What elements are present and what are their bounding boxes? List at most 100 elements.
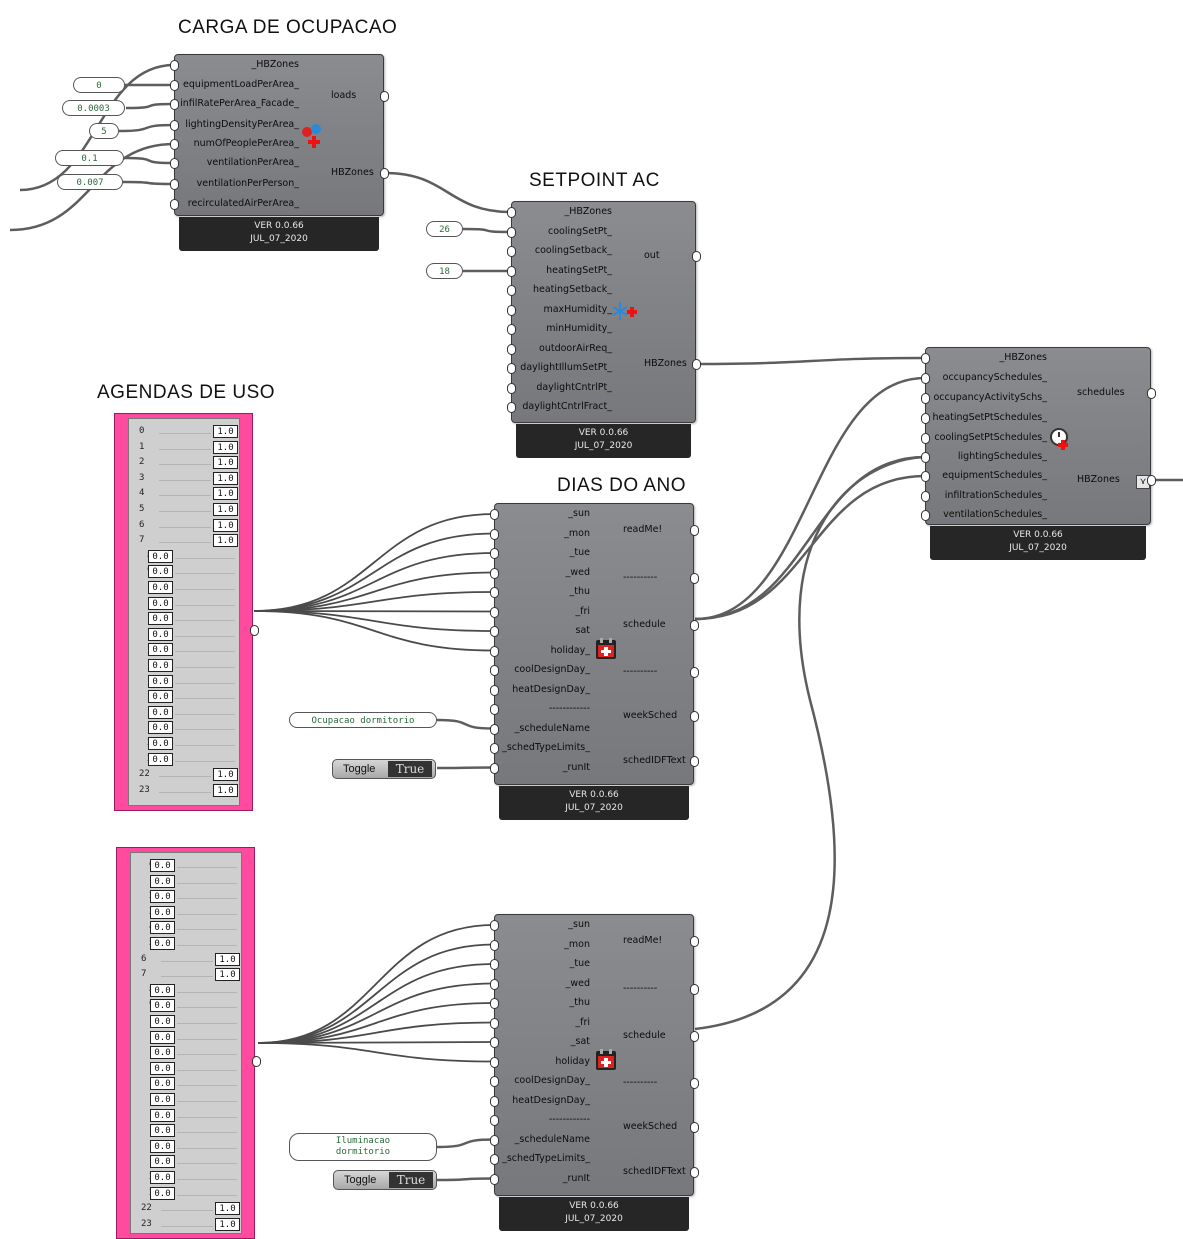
input-pin[interactable]: heatingSetPt_	[546, 265, 612, 276]
input-pin[interactable]: ------------	[548, 703, 590, 714]
schedule-name-panel[interactable]: Ocupacao dormitorio	[289, 712, 437, 728]
input-pin[interactable]: _thu	[569, 997, 590, 1008]
input-grip[interactable]	[490, 762, 499, 774]
input-grip[interactable]	[170, 199, 179, 210]
hour-value[interactable]: 0.0	[148, 565, 173, 579]
output-grip[interactable]	[692, 359, 701, 370]
input-grip[interactable]	[170, 179, 179, 190]
output-pin[interactable]: schedule	[623, 1030, 666, 1041]
output-grip[interactable]	[690, 1122, 699, 1133]
input-grip[interactable]	[490, 567, 499, 579]
input-pin[interactable]: coolDesignDay_	[514, 1075, 590, 1086]
input-grip[interactable]	[921, 510, 930, 521]
hour-value[interactable]: 0.0	[150, 1108, 175, 1122]
output-pin[interactable]: out	[644, 250, 660, 261]
input-grip[interactable]	[490, 998, 499, 1009]
output-grip[interactable]	[1147, 388, 1156, 399]
hour-value[interactable]: 0.0	[150, 1015, 175, 1028]
cooling-setpoint-panel[interactable]: 26	[426, 221, 463, 237]
input-grip[interactable]	[490, 1154, 499, 1165]
input-grip[interactable]	[490, 978, 499, 990]
hour-value[interactable]: 1.0	[213, 487, 238, 501]
hour-value[interactable]: 0.0	[148, 643, 173, 657]
output-pin[interactable]: HBZones	[331, 167, 374, 178]
hour-value[interactable]: 0.0	[150, 1171, 175, 1184]
input-grip[interactable]	[507, 305, 516, 316]
input-grip[interactable]	[507, 402, 516, 413]
input-pin[interactable]: _mon	[564, 938, 590, 950]
output-grip[interactable]	[690, 1031, 699, 1042]
input-grip[interactable]	[921, 471, 930, 482]
output-grip[interactable]	[690, 1167, 699, 1178]
graph1-graph-mapper[interactable]: 01.011.021.031.041.051.061.071.080.090.0…	[114, 413, 253, 811]
hour-value[interactable]: 1.0	[215, 968, 240, 982]
input-grip[interactable]	[507, 266, 516, 277]
output-pin[interactable]: ----------	[623, 666, 658, 677]
input-pin[interactable]: recirculatedAirPerArea_	[187, 198, 299, 209]
input-pin[interactable]: _schedTypeLimits_	[502, 742, 590, 753]
input-pin[interactable]: _mon	[564, 527, 590, 539]
input-grip[interactable]	[921, 452, 930, 463]
input-pin[interactable]: _scheduleName	[514, 722, 590, 734]
hour-value[interactable]: 1.0	[213, 534, 238, 548]
hour-value[interactable]: 0.0	[148, 705, 173, 719]
input-grip[interactable]	[490, 684, 499, 696]
graph-output-grip[interactable]	[252, 1056, 261, 1067]
input-grip[interactable]	[490, 939, 499, 951]
input-pin[interactable]: heatDesignDay_	[512, 1094, 590, 1106]
value-panel[interactable]: 0.007	[57, 174, 123, 190]
input-pin[interactable]: ventilationSchedules_	[943, 509, 1047, 520]
input-pin[interactable]: infilRatePerArea_Facade_	[180, 98, 299, 109]
output-grip[interactable]	[690, 620, 699, 631]
input-pin[interactable]: _HBZones	[999, 352, 1047, 363]
input-pin[interactable]: _sun	[568, 508, 590, 519]
input-pin[interactable]: _fri	[575, 1016, 590, 1028]
toggle-value[interactable]: True	[389, 1172, 433, 1188]
input-pin[interactable]: lightingSchedules_	[957, 451, 1047, 462]
input-grip[interactable]	[490, 1134, 499, 1146]
output-grip[interactable]	[690, 711, 699, 722]
input-grip[interactable]	[921, 413, 930, 424]
input-pin[interactable]: outdoorAirReq_	[539, 343, 612, 354]
heating-setpoint-panel[interactable]: 18	[426, 263, 463, 279]
output-grip[interactable]	[1147, 475, 1156, 486]
output-pin[interactable]: schedule	[623, 619, 666, 630]
input-pin[interactable]: ventilationPerArea_	[206, 157, 299, 168]
output-pin[interactable]: schedIDFText	[623, 1166, 686, 1177]
output-pin[interactable]: ----------	[623, 572, 658, 583]
output-pin[interactable]: ----------	[623, 1077, 658, 1088]
input-pin[interactable]: maxHumidity_	[543, 304, 612, 315]
input-grip[interactable]	[490, 606, 499, 618]
input-grip[interactable]	[490, 743, 499, 754]
output-grip[interactable]	[380, 91, 389, 102]
hour-value[interactable]: 0.0	[148, 659, 173, 672]
input-pin[interactable]: _fri	[575, 605, 590, 617]
output-pin[interactable]: ----------	[623, 983, 658, 994]
hour-value[interactable]: 0.0	[148, 721, 173, 735]
input-grip[interactable]	[921, 433, 930, 444]
input-grip[interactable]	[490, 1017, 499, 1029]
hour-value[interactable]: 1.0	[215, 1202, 240, 1216]
input-pin[interactable]: daylightCntrlFract_	[522, 401, 612, 412]
input-pin[interactable]: equipmentSchedules_	[942, 470, 1047, 481]
input-pin[interactable]: _HBZones	[564, 206, 612, 217]
input-grip[interactable]	[921, 491, 930, 502]
input-pin[interactable]: ------------	[548, 1114, 590, 1125]
input-grip[interactable]	[921, 353, 930, 364]
hour-value[interactable]: 0.0	[150, 1155, 175, 1169]
input-pin[interactable]: occupancySchedules_	[942, 372, 1047, 383]
input-grip[interactable]	[490, 704, 499, 715]
output-pin[interactable]: schedules	[1077, 387, 1125, 398]
hour-value[interactable]: 0.0	[150, 859, 175, 872]
output-grip[interactable]	[692, 251, 701, 262]
input-pin[interactable]: _sat	[570, 1036, 590, 1047]
input-pin[interactable]: coolDesignDay_	[514, 664, 590, 675]
input-grip[interactable]	[921, 393, 930, 404]
input-grip[interactable]	[490, 959, 499, 970]
hour-value[interactable]: 0.0	[148, 690, 173, 704]
input-pin[interactable]: _wed	[565, 566, 590, 578]
input-grip[interactable]	[490, 548, 499, 559]
output-grip[interactable]	[690, 936, 699, 947]
input-grip[interactable]	[507, 227, 516, 238]
